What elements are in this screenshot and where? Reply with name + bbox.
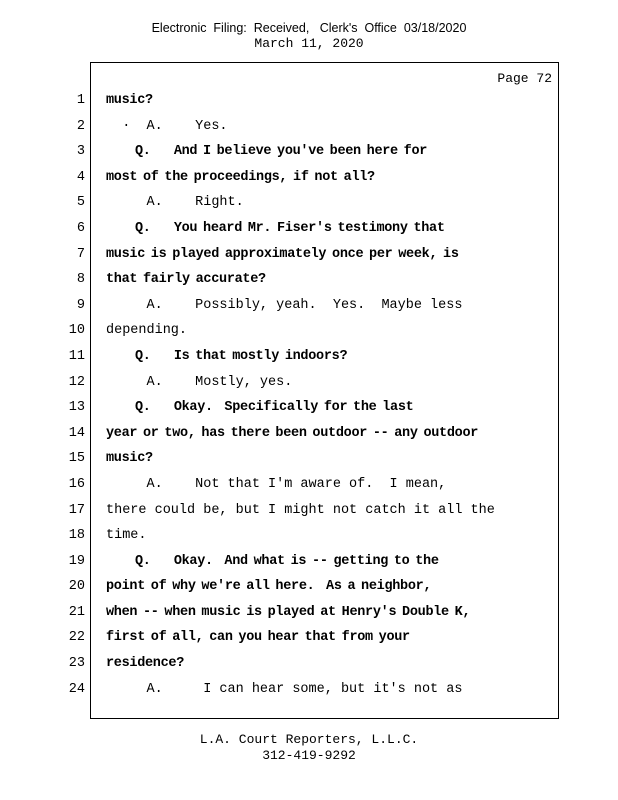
line-text: when -- when music is played at Henry's … bbox=[106, 604, 471, 620]
line-number: 24 bbox=[68, 681, 85, 697]
line-text: residence? bbox=[106, 656, 185, 672]
transcript-line: 3 Q. And I believe you've been here for bbox=[0, 139, 618, 165]
line-text: most of the proceedings, if not all? bbox=[106, 169, 375, 185]
line-text: time. bbox=[106, 528, 147, 544]
line-number: 8 bbox=[76, 272, 85, 288]
transcript-line: 24 A. I can hear some, but it's not as bbox=[0, 677, 618, 703]
line-number: 13 bbox=[68, 400, 85, 416]
line-number: 6 bbox=[76, 220, 85, 236]
line-text: depending. bbox=[106, 323, 188, 339]
hearing-date: March 11, 2020 bbox=[254, 36, 364, 51]
transcript-line: 11 Q. Is that mostly indoors? bbox=[0, 344, 618, 370]
reporter-footer: L.A. Court Reporters, L.L.C. 312-419-929… bbox=[0, 732, 618, 763]
transcript-line: 7 music is played approximately once per… bbox=[0, 242, 618, 268]
line-text: music is played approximately once per w… bbox=[106, 246, 459, 262]
transcript-line: 13 Q. Okay. Specifically for the last bbox=[0, 395, 618, 421]
line-number: 23 bbox=[68, 656, 85, 672]
line-number: 19 bbox=[68, 553, 85, 569]
page-number-label: Page 72 bbox=[497, 71, 552, 86]
transcript-lines: 1 music? 2 · A. Yes. 3 Q. And I believe … bbox=[0, 88, 618, 702]
transcript-line: 15 music? bbox=[0, 446, 618, 472]
transcript-line: 18 time. bbox=[0, 523, 618, 549]
efiling-stamp: Electronic Filing: Received, Clerk's Off… bbox=[151, 21, 467, 35]
line-text: Q. You heard Mr. Fiser's testimony that bbox=[106, 220, 445, 236]
line-number: 16 bbox=[68, 476, 85, 492]
transcript-border-box bbox=[90, 62, 559, 719]
line-text: Q. And I believe you've been here for bbox=[106, 144, 428, 160]
transcript-line: 10 depending. bbox=[0, 318, 618, 344]
line-text: music? bbox=[106, 93, 153, 108]
line-number: 3 bbox=[76, 144, 85, 160]
line-text: year or two, has there been outdoor -- a… bbox=[106, 425, 479, 441]
transcript-line: 1 music? bbox=[0, 88, 618, 114]
line-number: 21 bbox=[68, 604, 85, 620]
line-number: 4 bbox=[76, 169, 85, 185]
transcript-line: 16 A. Not that I'm aware of. I mean, bbox=[0, 472, 618, 498]
line-number: 17 bbox=[68, 502, 85, 518]
line-text: Q. Okay. Specifically for the last bbox=[106, 400, 414, 416]
line-text: Q. Okay. And what is -- getting to the bbox=[106, 553, 439, 569]
transcript-line: 12 A. Mostly, yes. bbox=[0, 370, 618, 396]
transcript-line: 2 · A. Yes. bbox=[0, 114, 618, 140]
line-text: A. Not that I'm aware of. I mean, bbox=[106, 476, 447, 492]
line-number: 9 bbox=[76, 297, 85, 313]
line-number: 7 bbox=[76, 246, 85, 262]
line-number: 11 bbox=[68, 348, 85, 364]
line-text: A. Possibly, yeah. Yes. Maybe less bbox=[106, 297, 463, 313]
line-text: A. I can hear some, but it's not as bbox=[106, 681, 463, 697]
line-number: 20 bbox=[68, 579, 85, 595]
line-number: 15 bbox=[68, 451, 85, 467]
line-text: Q. Is that mostly indoors? bbox=[106, 348, 348, 364]
transcript-line: 20 point of why we're all here. As a nei… bbox=[0, 574, 618, 600]
line-number: 18 bbox=[68, 528, 85, 544]
line-text: that fairly accurate? bbox=[106, 272, 266, 288]
line-text: there could be, but I might not catch it… bbox=[106, 502, 495, 518]
line-text: A. Mostly, yes. bbox=[106, 374, 293, 390]
transcript-line: 8 that fairly accurate? bbox=[0, 267, 618, 293]
transcript-line: 17 there could be, but I might not catch… bbox=[0, 498, 618, 524]
line-text: · A. Yes. bbox=[106, 118, 228, 134]
line-number: 10 bbox=[68, 323, 85, 339]
line-text: A. Right. bbox=[106, 195, 244, 211]
transcript-line: 14 year or two, has there been outdoor -… bbox=[0, 421, 618, 447]
transcript-line: 21 when -- when music is played at Henry… bbox=[0, 600, 618, 626]
transcript-line: 4 most of the proceedings, if not all? bbox=[0, 165, 618, 191]
reporter-phone-number: 312-419-9292 bbox=[262, 747, 356, 763]
transcript-line: 22 first of all, can you hear that from … bbox=[0, 625, 618, 651]
reporter-company-name: L.A. Court Reporters, L.L.C. bbox=[199, 732, 419, 747]
line-number: 14 bbox=[68, 425, 85, 441]
line-number: 5 bbox=[76, 195, 85, 211]
line-number: 2 bbox=[76, 118, 85, 134]
line-number: 12 bbox=[68, 374, 85, 390]
transcript-line: 5 A. Right. bbox=[0, 190, 618, 216]
transcript-line: 6 Q. You heard Mr. Fiser's testimony tha… bbox=[0, 216, 618, 242]
line-number: 1 bbox=[76, 93, 85, 108]
line-text: music? bbox=[106, 451, 153, 467]
transcript-line: 9 A. Possibly, yeah. Yes. Maybe less bbox=[0, 293, 618, 319]
transcript-line: 19 Q. Okay. And what is -- getting to th… bbox=[0, 549, 618, 575]
line-number: 22 bbox=[68, 630, 85, 646]
line-text: point of why we're all here. As a neighb… bbox=[106, 579, 432, 595]
line-text: first of all, can you hear that from you… bbox=[106, 630, 410, 646]
transcript-line: 23 residence? bbox=[0, 651, 618, 677]
